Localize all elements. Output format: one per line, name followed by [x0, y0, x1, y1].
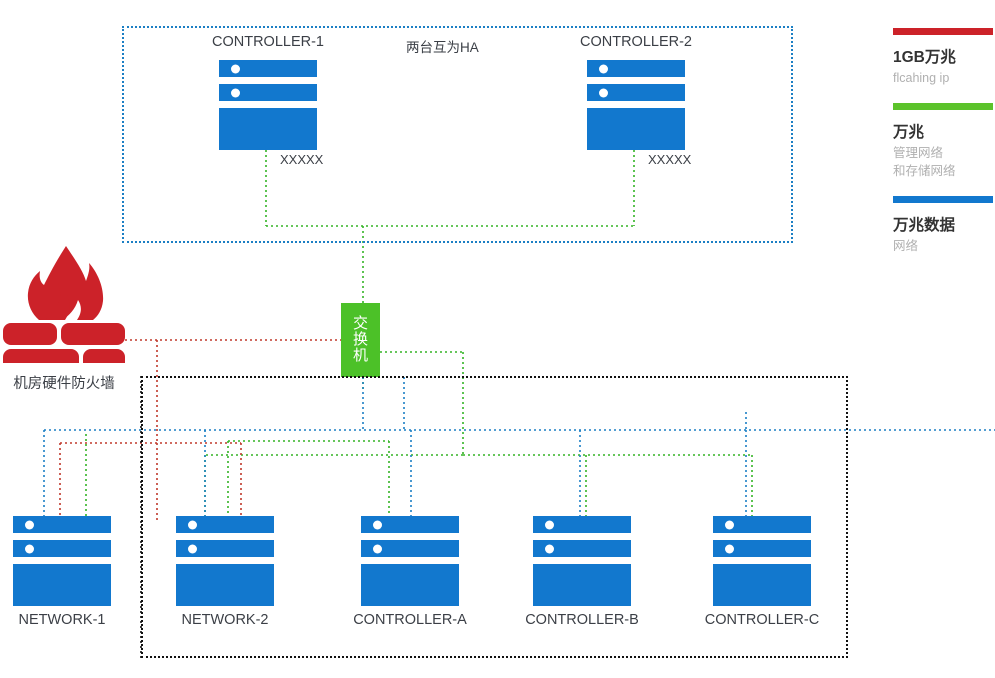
server-bay-2: [713, 540, 811, 557]
legend-item-management: 万兆 管理网络 和存储网络: [893, 103, 993, 180]
status-led-icon: [725, 520, 734, 529]
node-label: CONTROLLER-2: [580, 34, 692, 50]
firewall-label: 机房硬件防火墙: [13, 376, 115, 392]
server-bay-2: [361, 540, 459, 557]
node-network-1[interactable]: NETWORK-1: [13, 516, 111, 628]
server-bay-1: [587, 60, 685, 77]
legend-item-1gb: 1GB万兆 flcahing ip: [893, 28, 993, 87]
server-bay-2: [587, 84, 685, 101]
node-label: CONTROLLER-B: [525, 612, 639, 628]
server-chassis: [533, 564, 631, 606]
server-chassis: [361, 564, 459, 606]
status-led-icon: [725, 544, 734, 553]
node-network-2[interactable]: NETWORK-2: [176, 516, 274, 628]
status-led-icon: [545, 520, 554, 529]
legend-subtitle-2: 和存储网络: [893, 164, 956, 179]
server-chassis: [13, 564, 111, 606]
server-bay-2: [176, 540, 274, 557]
server-bay-1: [13, 516, 111, 533]
status-led-icon: [25, 520, 34, 529]
status-led-icon: [188, 544, 197, 553]
status-led-icon: [188, 520, 197, 529]
server-bay-2: [533, 540, 631, 557]
status-led-icon: [599, 88, 608, 97]
compute-node-zone: [141, 376, 848, 658]
status-led-icon: [231, 88, 240, 97]
legend: 1GB万兆 flcahing ip 万兆 管理网络 和存储网络 万兆数据 网络: [893, 28, 993, 272]
node-label: CONTROLLER-1: [212, 34, 324, 50]
node-controller-a[interactable]: CONTROLLER-A: [353, 516, 467, 628]
legend-subtitle-1: 管理网络: [893, 146, 944, 161]
legend-swatch-blue: [893, 196, 993, 204]
status-led-icon: [231, 64, 240, 73]
status-led-icon: [373, 520, 382, 529]
node-controller-b[interactable]: CONTROLLER-B: [525, 516, 639, 628]
legend-title: 1GB万兆: [893, 49, 956, 66]
legend-swatch-red: [893, 28, 993, 35]
server-bay-1: [361, 516, 459, 533]
ha-note-label: 两台互为HA: [406, 40, 479, 55]
node-controller-c[interactable]: CONTROLLER-C: [705, 516, 819, 628]
firewall-flame-brick-icon: [3, 246, 125, 371]
switch-label-char-3: 机: [352, 346, 368, 364]
legend-swatch-green: [893, 103, 993, 111]
legend-subtitle-1: flcahing ip: [893, 71, 950, 85]
status-led-icon: [25, 544, 34, 553]
node-controller-2[interactable]: CONTROLLER-2: [580, 34, 692, 150]
server-chassis: [176, 564, 274, 606]
legend-title: 万兆数据: [893, 217, 956, 235]
status-led-icon: [599, 64, 608, 73]
node-controller-1[interactable]: CONTROLLER-1: [212, 34, 324, 150]
node-side-label-controller-1: XXXXX: [280, 152, 324, 167]
server-chassis: [713, 564, 811, 606]
server-bay-1: [713, 516, 811, 533]
server-bay-1: [176, 516, 274, 533]
node-label: CONTROLLER-A: [353, 612, 467, 628]
server-bay-2: [13, 540, 111, 557]
status-led-icon: [373, 544, 382, 553]
server-bay-1: [219, 60, 317, 77]
firewall-node[interactable]: [3, 243, 125, 371]
status-led-icon: [545, 544, 554, 553]
server-bay-2: [219, 84, 317, 101]
server-bay-1: [533, 516, 631, 533]
server-chassis: [219, 108, 317, 150]
node-label: CONTROLLER-C: [704, 612, 820, 628]
server-chassis: [587, 108, 685, 150]
legend-item-data: 万兆数据 网络: [893, 196, 993, 255]
legend-subtitle-1: 网络: [893, 239, 919, 254]
node-label: NETWORK-1: [18, 612, 106, 628]
legend-title: 万兆: [893, 124, 925, 142]
network-switch[interactable]: 交 换 机: [341, 303, 380, 377]
switch-label-char-1: 交: [352, 315, 368, 333]
switch-label-char-2: 换: [352, 331, 368, 349]
node-side-label-controller-2: XXXXX: [648, 152, 692, 167]
controller-ha-zone: [122, 26, 793, 243]
node-label: NETWORK-2: [181, 612, 269, 628]
